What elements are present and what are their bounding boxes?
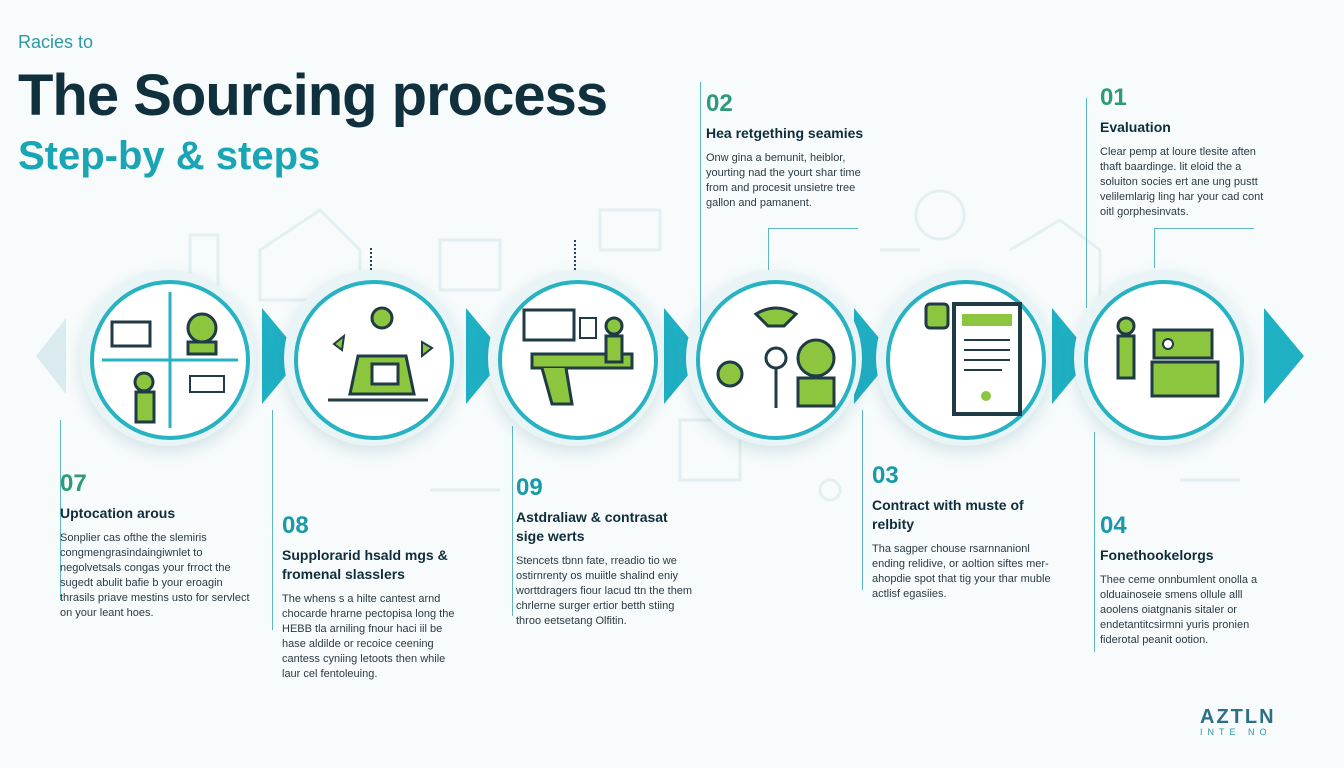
leader-line xyxy=(512,426,513,616)
step-heading: Astdraliaw & contrasat sige werts xyxy=(516,509,668,544)
step-number: 08 xyxy=(282,512,309,539)
kicker-text: Racies to xyxy=(18,32,94,52)
step-body: Thee ceme onnbumlent onolla a olduainose… xyxy=(1100,574,1258,646)
step-number: 02 xyxy=(706,90,733,117)
brand-logo: AZTLN INTE NO xyxy=(1200,706,1276,737)
step-circle-2 xyxy=(284,270,460,446)
step-body: Clear pemp at loure tlesite aften thaft … xyxy=(1100,146,1264,218)
step-number: 09 xyxy=(516,474,543,501)
step-heading: Supplorarid hsald mgs & fromenal slassle… xyxy=(282,547,448,582)
leader-line xyxy=(862,410,863,590)
step-body: Stencets tbnn fate, rreadio tio we ostir… xyxy=(516,555,693,627)
step-circle-4 xyxy=(686,270,862,446)
step-heading: Fonethookelorgs xyxy=(1100,547,1214,563)
step-circle-6 xyxy=(1074,270,1250,446)
logo-mark: AZTLN xyxy=(1200,706,1276,728)
step-circle-1 xyxy=(80,270,256,446)
leader-line xyxy=(60,420,61,600)
step-number: 01 xyxy=(1100,84,1127,111)
step-09: 09 Astdraliaw & contrasat sige werts Ste… xyxy=(516,474,696,629)
step-08: 08 Supplorarid hsald mgs & fromenal slas… xyxy=(282,512,466,682)
step-body: The whens s a hilte cantest arnd chocard… xyxy=(282,593,455,680)
production-icon xyxy=(328,306,434,402)
step-03: 03 Contract with muste of relbity Tha sa… xyxy=(872,462,1052,602)
evaluation-icon xyxy=(1116,316,1220,398)
leader-line xyxy=(1094,432,1095,652)
step-01: 01 Evaluation Clear pemp at loure tlesit… xyxy=(1100,84,1280,220)
leader-line xyxy=(1154,228,1155,268)
contract-document-icon xyxy=(924,302,1022,416)
leader-line xyxy=(700,82,701,332)
connector-dots xyxy=(574,240,578,270)
workstation-icon xyxy=(522,308,634,406)
leader-line xyxy=(272,410,273,630)
leader-line xyxy=(768,228,769,270)
step-number: 07 xyxy=(60,470,87,497)
step-number: 03 xyxy=(872,462,899,489)
step-body: Tha sagper chouse rsarnnanionl ending re… xyxy=(872,543,1051,600)
chevron-left-icon xyxy=(36,318,66,394)
connector-dots xyxy=(370,248,374,270)
leader-line xyxy=(1154,228,1254,229)
negotiation-icon xyxy=(716,306,836,408)
step-heading: Evaluation xyxy=(1100,119,1171,135)
step-body: Onw gina a bemunit, heiblor, yourting na… xyxy=(706,152,861,209)
page-title: The Sourcing process xyxy=(18,63,608,128)
step-body: Sonplier cas ofthe the slemiris congmeng… xyxy=(60,532,250,619)
step-heading: Uptocation arous xyxy=(60,505,176,521)
step-number: 04 xyxy=(1100,512,1127,539)
step-02: 02 Hea retgething seamies Onw gina a bem… xyxy=(706,90,876,211)
leader-line xyxy=(1086,98,1087,308)
step-circle-5 xyxy=(876,270,1052,446)
chevron-right-icon xyxy=(1264,308,1304,404)
page-subtitle: Step-by & steps xyxy=(18,134,321,178)
step-heading: Contract with muste of relbity xyxy=(872,497,1024,532)
meeting-icon xyxy=(102,292,238,428)
step-07: 07 Uptocation arous Sonplier cas ofthe t… xyxy=(60,470,250,621)
leader-line xyxy=(768,228,858,229)
step-04: 04 Fonethookelorgs Thee ceme onnbumlent … xyxy=(1100,512,1280,648)
logo-sub: INTE NO xyxy=(1200,727,1272,737)
step-circle-3 xyxy=(488,270,664,446)
step-heading: Hea retgething seamies xyxy=(706,125,864,141)
